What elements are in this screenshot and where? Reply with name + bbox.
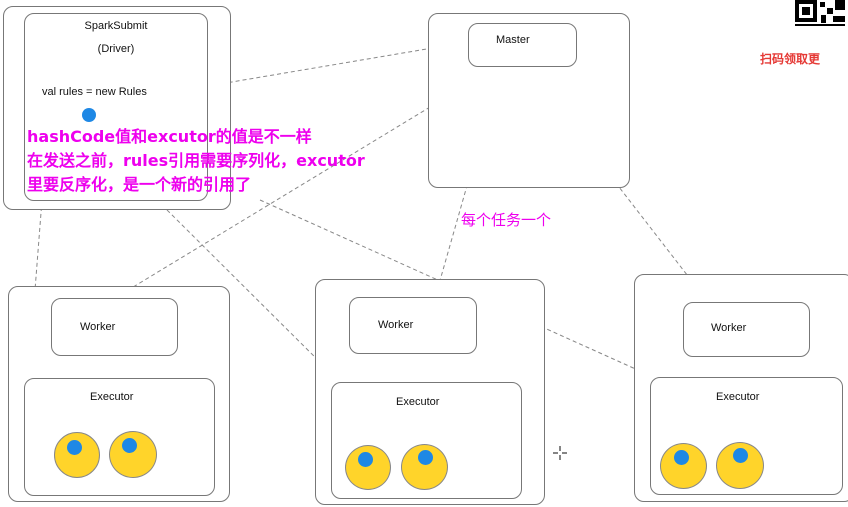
move-cursor-icon — [553, 446, 567, 460]
line-master-worker1 — [114, 77, 479, 299]
worker-1-label: Worker — [80, 321, 116, 333]
worker-2-label: Worker — [378, 319, 414, 331]
executor-3-label: Executor — [716, 391, 760, 403]
annotation-line-1: hashCode值和excutor的值是不一样 — [27, 127, 312, 146]
line-driver-master — [207, 41, 469, 87]
promo-text[interactable]: 扫码领取更 — [760, 52, 821, 66]
master-label: Master — [496, 34, 530, 46]
task-1-1 — [54, 432, 100, 478]
rules-object-dot — [733, 448, 748, 463]
rules-object-dot — [418, 450, 433, 465]
driver-inner-box — [24, 13, 208, 201]
rules-object-dot — [358, 452, 373, 467]
executor-2-label: Executor — [396, 396, 440, 408]
worker-1-box — [51, 298, 178, 356]
annotation-line-2: 在发送之前，rules引用需要序列化，excutor — [27, 151, 365, 170]
line-master-worker2 — [434, 69, 501, 299]
executor-1-label: Executor — [90, 391, 134, 403]
worker-3-label: Worker — [711, 322, 747, 334]
rules-object-dot — [82, 108, 96, 122]
rules-object-dot — [67, 440, 82, 455]
worker-2-box — [349, 297, 477, 354]
driver-title: SparkSubmit — [84, 20, 148, 32]
driver-code: val rules = new Rules — [42, 86, 147, 98]
annotation-per-task: 每个任务一个 — [461, 211, 552, 229]
rules-object-dot — [674, 450, 689, 465]
master-box — [468, 23, 577, 67]
worker-3-box — [683, 302, 810, 357]
qr-code-icon[interactable] — [793, 0, 848, 28]
driver-subtitle: (Driver) — [97, 43, 135, 55]
annotation-line-3: 里要反序化，是一个新的引用了 — [27, 175, 252, 194]
rules-object-dot — [122, 438, 137, 453]
